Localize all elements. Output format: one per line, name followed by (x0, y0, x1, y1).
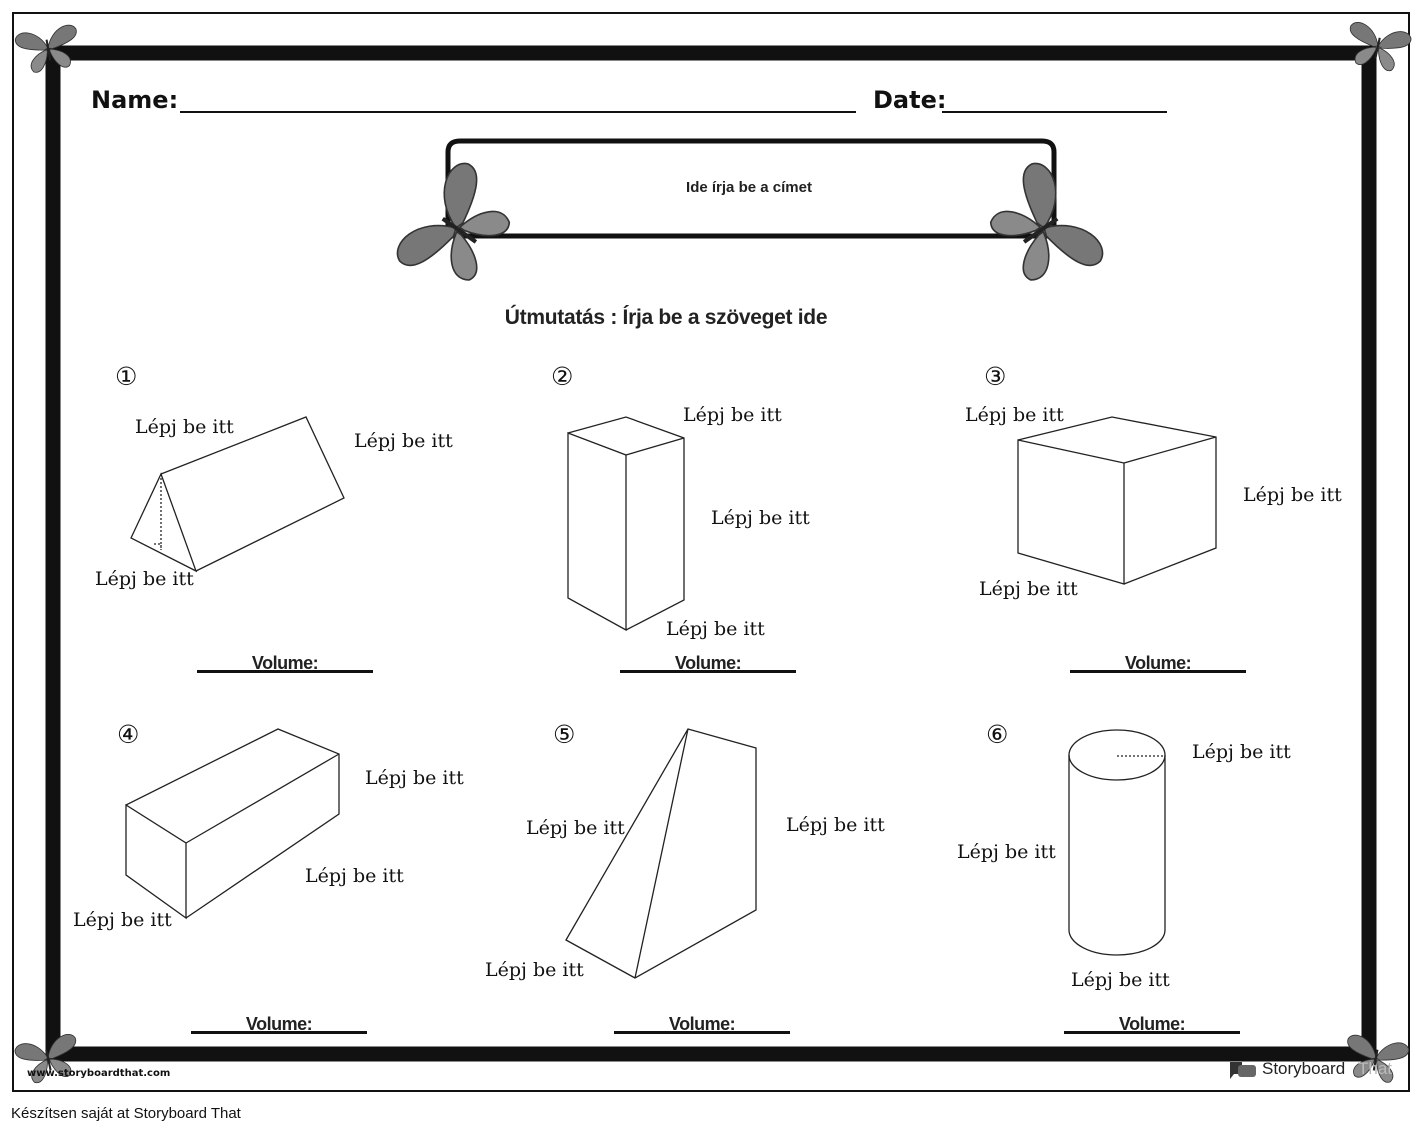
tall-rectangular-prism-drawing (567, 416, 685, 632)
problem-3-volume[interactable]: Volume: (1070, 652, 1246, 673)
triangular-prism-drawing (130, 416, 345, 573)
instructions-text[interactable]: Útmutatás : Írja be a szöveget ide (504, 306, 828, 329)
problem-5-label-bottom[interactable]: Lépj be itt (485, 959, 584, 981)
brand-word-that: That (1358, 1059, 1393, 1078)
site-url[interactable]: www.storyboardthat.com (27, 1068, 171, 1079)
problem-6-label-height[interactable]: Lépj be itt (957, 841, 1056, 863)
problem-1-label-bottom[interactable]: Lépj be itt (95, 568, 194, 590)
problem-1-volume[interactable]: Volume: (197, 652, 373, 673)
problem-4-label-right[interactable]: Lépj be itt (305, 865, 404, 887)
problem-2-label-middle[interactable]: Lépj be itt (711, 507, 810, 529)
problem-5-label-left[interactable]: Lépj be itt (526, 817, 625, 839)
problem-3-label-right[interactable]: Lépj be itt (1243, 484, 1342, 506)
problem-4-volume[interactable]: Volume: (191, 1013, 367, 1034)
title-placeholder[interactable]: Ide írja be a címet (686, 179, 812, 196)
problem-2-label-top[interactable]: Lépj be itt (683, 404, 782, 426)
problem-5-number: ⑤ (553, 720, 576, 749)
problem-6-label-bottom[interactable]: Lépj be itt (1071, 969, 1170, 991)
problem-1-label-right[interactable]: Lépj be itt (354, 430, 453, 452)
problem-6-number: ⑥ (986, 720, 1009, 749)
problem-3-number: ③ (984, 362, 1007, 391)
date-label: Date: (873, 86, 947, 114)
cylinder-drawing (1068, 729, 1166, 956)
problem-2-number: ② (551, 362, 574, 391)
problem-6-volume[interactable]: Volume: (1064, 1013, 1240, 1034)
storyboardthat-logo[interactable]: Storyboard That (1228, 1058, 1392, 1082)
problem-4-label-top[interactable]: Lépj be itt (365, 767, 464, 789)
problem-4-label-bottom[interactable]: Lépj be itt (73, 909, 172, 931)
cube-drawing (1017, 416, 1217, 585)
problem-3-label-top[interactable]: Lépj be itt (965, 404, 1064, 426)
date-field[interactable] (942, 111, 1167, 113)
speech-bubble-icon (1230, 1062, 1256, 1079)
problem-1-label-top[interactable]: Lépj be itt (135, 416, 234, 438)
problem-6-label-radius[interactable]: Lépj be itt (1192, 741, 1291, 763)
problem-4-number: ④ (117, 720, 140, 749)
problem-2-volume[interactable]: Volume: (620, 652, 796, 673)
brand-word-storyboard: Storyboard (1262, 1059, 1346, 1078)
problem-5-volume[interactable]: Volume: (614, 1013, 790, 1034)
name-field[interactable] (180, 111, 856, 113)
name-label: Name: (91, 86, 179, 114)
problem-3-label-bottom[interactable]: Lépj be itt (979, 578, 1078, 600)
problem-1-number: ① (115, 362, 138, 391)
problem-5-label-right[interactable]: Lépj be itt (786, 814, 885, 836)
worksheet-frame (12, 12, 1410, 1092)
problem-2-label-bottom[interactable]: Lépj be itt (666, 618, 765, 640)
wedge-prism-drawing (565, 728, 757, 979)
long-rectangular-prism-drawing (125, 728, 340, 920)
credit-text[interactable]: Készítsen saját at Storyboard That (11, 1105, 241, 1122)
